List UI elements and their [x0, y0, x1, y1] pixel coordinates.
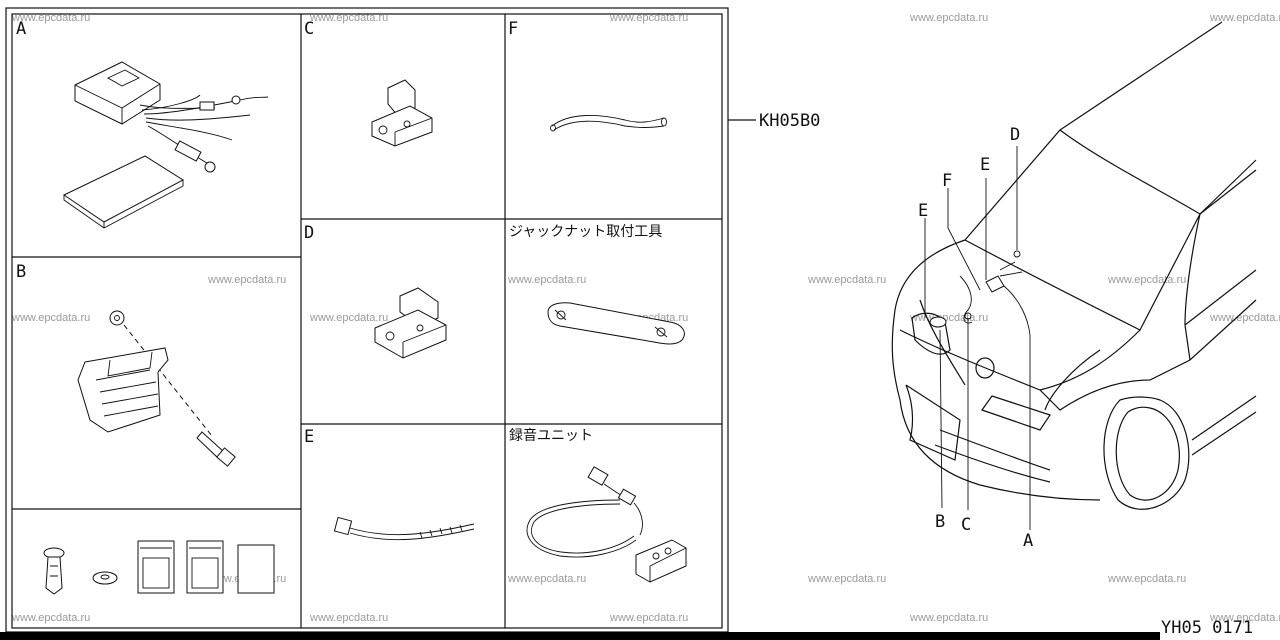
watermark: www.epcdata.ru	[1107, 573, 1186, 585]
watermark: www.epcdata.ru	[207, 274, 286, 286]
part-c-connector-illustration	[371, 79, 433, 147]
callout-c: C	[961, 515, 971, 535]
watermark: www.epcdata.ru	[11, 612, 90, 624]
watermark: www.epcdata.ru	[309, 312, 388, 324]
watermark: www.epcdata.ru	[309, 612, 388, 624]
jack-nut-tool-illustration	[547, 302, 685, 345]
watermark: www.epcdata.ru	[909, 12, 988, 24]
watermark: www.epcdata.ru	[609, 612, 688, 624]
watermark: www.epcdata.ru	[807, 274, 886, 286]
watermark: www.epcdata.ru	[11, 312, 90, 324]
callout-b: B	[935, 512, 945, 532]
small-parts-illustration	[43, 540, 275, 595]
part-b-bracket-illustration	[77, 310, 236, 467]
watermark: www.epcdata.ru	[1209, 312, 1280, 324]
watermark: www.epcdata.ru	[11, 12, 90, 24]
part-a-control-unit-illustration	[62, 61, 269, 229]
callout-d: D	[1010, 125, 1020, 145]
panel-label-b: B	[16, 262, 26, 282]
watermark: www.epcdata.ru	[507, 573, 586, 585]
panel-label-d: D	[304, 223, 314, 243]
watermark: www.epcdata.ru	[909, 612, 988, 624]
watermark: www.epcdata.ru	[309, 12, 388, 24]
kit-part-number: KH05B0	[759, 111, 820, 131]
diagram-code: YH05 0171	[1161, 618, 1253, 638]
panel-label-a: A	[16, 19, 26, 39]
panel-title-recording-unit: 録音ユニット	[509, 427, 593, 444]
bottom-border-bar	[0, 632, 1160, 640]
callout-a: A	[1023, 531, 1033, 551]
inner-frame	[11, 13, 723, 629]
panel-label-c: C	[304, 19, 314, 39]
watermark: www.epcdata.ru	[507, 274, 586, 286]
panel-label-f: F	[508, 19, 518, 39]
callout-e-left: E	[918, 201, 928, 221]
panel-label-e: E	[304, 427, 314, 447]
installation-leaders	[924, 146, 1031, 530]
part-f-hose-illustration	[550, 114, 667, 132]
watermark: www.epcdata.ru	[1209, 12, 1280, 24]
callout-f: F	[942, 171, 952, 191]
watermark: www.epcdata.ru	[807, 573, 886, 585]
watermark: www.epcdata.ru	[1209, 612, 1280, 624]
panel-title-jack-nut-tool: ジャックナット取付工具	[509, 224, 662, 240]
watermark: www.epcdata.ru	[1107, 274, 1186, 286]
part-d-splice-connector-illustration	[374, 287, 447, 359]
car-front-illustration	[891, 21, 1257, 510]
watermark-layer: www.epcdata.ru www.epcdata.ru www.epcdat…	[11, 12, 1280, 624]
recording-unit-illustration	[526, 466, 687, 583]
watermark: www.epcdata.ru	[609, 12, 688, 24]
part-e-cable-tie-illustration	[333, 516, 475, 541]
callout-e-right: E	[980, 155, 990, 175]
